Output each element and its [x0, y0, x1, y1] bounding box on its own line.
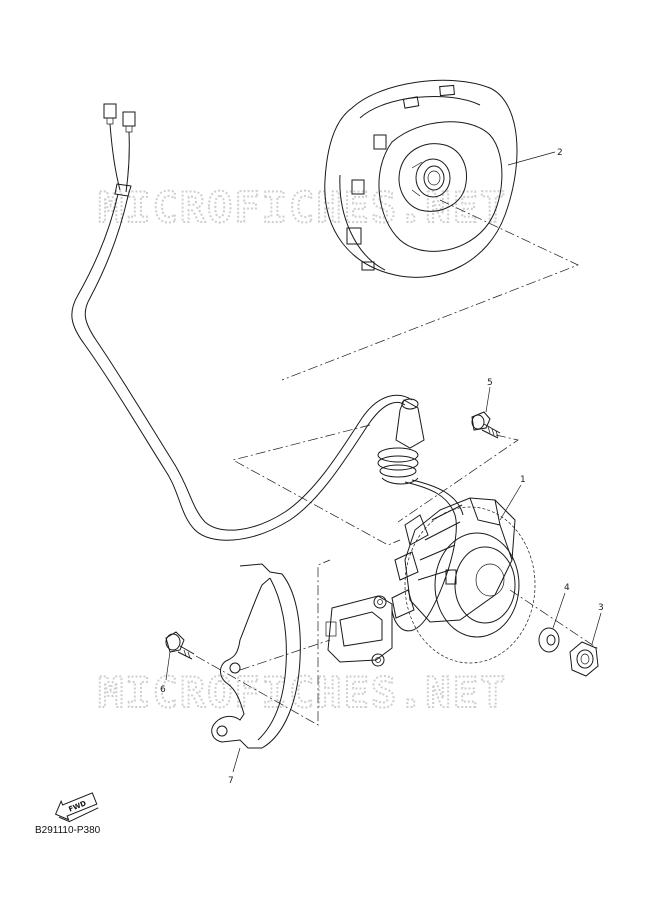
callout-4: 4	[564, 583, 570, 593]
callout-3: 3	[598, 603, 604, 613]
watermark-bottom: MICROFICHES.NET	[98, 668, 507, 717]
callout-6: 6	[160, 685, 166, 695]
flywheel-rotor[interactable]	[324, 79, 556, 278]
stator-assembly[interactable]	[325, 479, 536, 667]
bolt-5[interactable]	[471, 386, 501, 439]
callout-1: 1	[520, 475, 526, 485]
washer-4[interactable]	[538, 592, 566, 653]
callout-2: 2	[557, 148, 563, 158]
watermark-top: MICROFICHES.NET	[98, 183, 507, 232]
callout-5: 5	[487, 378, 493, 388]
assembly-lines	[195, 199, 601, 726]
callout-7: 7	[228, 776, 234, 786]
bracket-plate-7[interactable]	[211, 563, 301, 773]
screw-6[interactable]	[165, 631, 195, 681]
wire-harness[interactable]	[71, 103, 425, 541]
diagram-code: B291110-P380	[35, 825, 101, 836]
fwd-arrow-icon: FWD	[54, 792, 99, 823]
nut-3[interactable]	[569, 612, 602, 677]
